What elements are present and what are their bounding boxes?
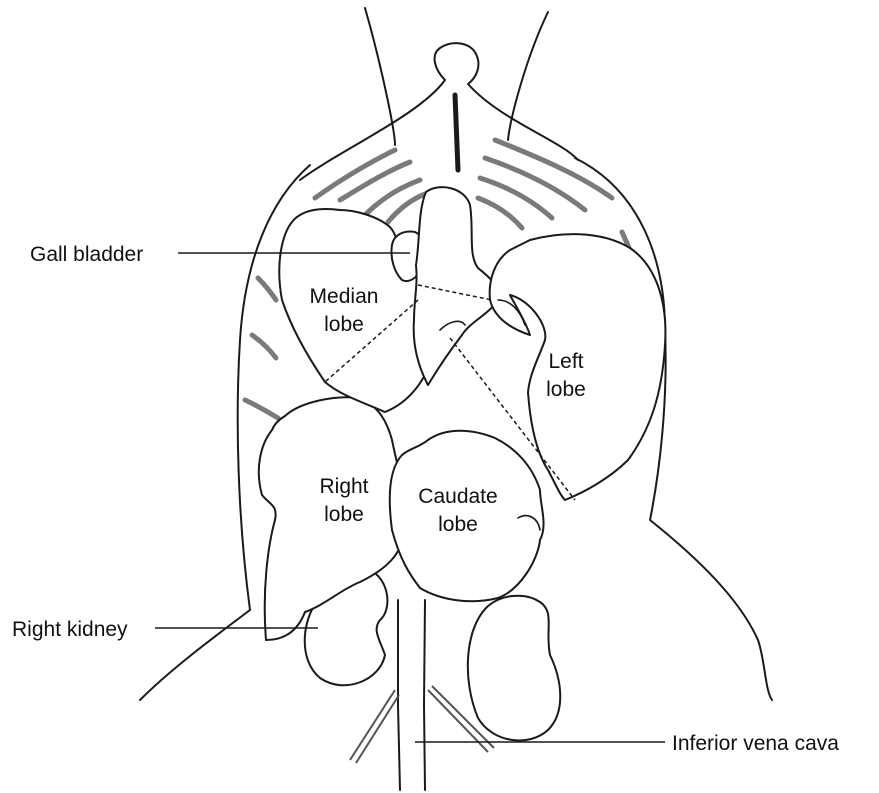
left-kidney (468, 596, 560, 741)
caudate-lobe-label-line2: lobe (438, 513, 478, 536)
caudate-lobe-label-line1: Caudate (418, 485, 497, 508)
vessel-left-b (356, 695, 399, 763)
right-lobe-label-line2: lobe (324, 503, 364, 526)
inferior-vena-cava-label: Inferior vena cava (672, 732, 839, 755)
rib-11 (252, 335, 276, 358)
rib-8 (478, 198, 522, 228)
rib-3 (365, 180, 420, 215)
vessel-left-a (350, 690, 395, 760)
rib-10 (258, 278, 276, 300)
rib-12 (245, 400, 278, 418)
gall-bladder-label: Gall bladder (30, 243, 143, 266)
median-lobe-label-line2: lobe (324, 313, 364, 336)
vena-cava-right-wall (424, 600, 425, 790)
right-lobe-label-line1: Right (319, 475, 368, 498)
right-kidney-label: Right kidney (12, 618, 128, 641)
rib-2 (340, 162, 410, 200)
sternum-mark (455, 95, 458, 170)
left-lobe-label-line1: Left (548, 350, 583, 373)
left-lobe-label-line2: lobe (546, 378, 586, 401)
median-lobe-label-line1: Median (310, 285, 379, 308)
